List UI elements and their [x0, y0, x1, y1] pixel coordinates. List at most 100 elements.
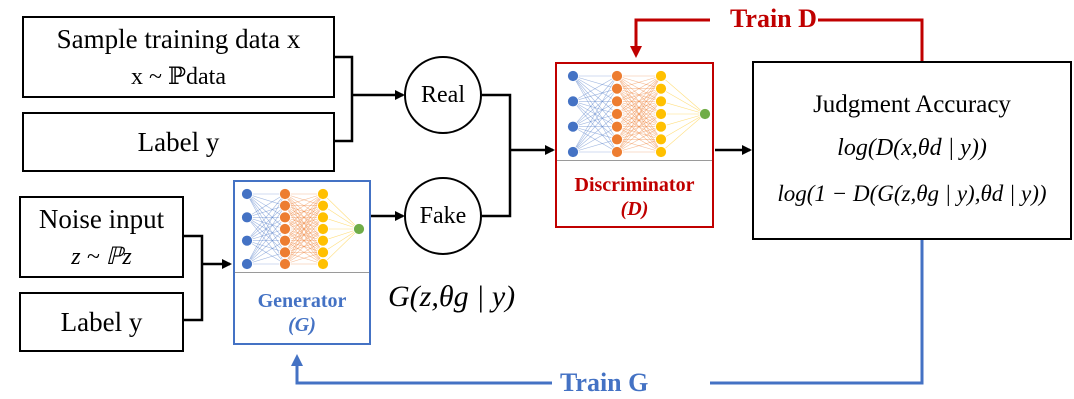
nn-edge [246, 193, 286, 241]
nn-neuron [611, 120, 623, 133]
nn-edge [284, 193, 324, 253]
nn-neuron [317, 199, 329, 212]
nn-edge [616, 88, 662, 153]
nn-edge [660, 113, 706, 127]
noise-input-title: Noise input [38, 204, 165, 234]
train-d-line-right [818, 18, 924, 62]
generator-name: Generator [257, 290, 347, 312]
nn-edge [616, 75, 662, 102]
nn-neuron [241, 188, 253, 200]
fake-node: Fake [404, 177, 482, 255]
generator-network-icon [241, 188, 365, 270]
generator-symbol: (G) [288, 314, 316, 336]
sample-data-title: Sample training data x [24, 24, 333, 55]
discriminator-label: Discriminator (D) [557, 173, 712, 221]
real-node: Real [404, 56, 482, 134]
nn-neuron [611, 108, 623, 120]
nn-edge [616, 113, 662, 153]
nn-edge [284, 205, 324, 265]
nn-neuron [567, 146, 579, 158]
nn-edge [284, 193, 324, 241]
nn-edge [572, 101, 618, 153]
train-g-line-right [710, 239, 924, 385]
nn-neuron [317, 234, 329, 247]
nn-edge [284, 217, 324, 265]
discriminator-symbol: (D) [620, 198, 649, 220]
discriminator-divider [557, 160, 712, 161]
label-top-text: Label y [137, 127, 220, 157]
nn-edge [572, 88, 618, 153]
nn-neuron [317, 188, 329, 200]
nn-neuron [655, 133, 667, 146]
nn-neuron [611, 95, 623, 108]
nn-edge [284, 193, 324, 206]
nn-neuron [655, 70, 667, 82]
nn-edge [246, 193, 286, 218]
nn-edge [616, 75, 662, 153]
nn-neuron [353, 223, 365, 235]
nn-edge [572, 75, 618, 153]
nn-neuron [241, 211, 253, 224]
nn-edge [616, 75, 662, 140]
nn-neuron [611, 82, 623, 95]
discriminator-network-icon [567, 70, 711, 158]
noise-input-distribution: z ~ ℙz [71, 244, 132, 270]
nn-edge [284, 193, 324, 230]
nn-edge [616, 75, 662, 115]
nn-neuron [317, 223, 329, 235]
nn-neuron [279, 246, 291, 259]
nn-edge [246, 240, 286, 265]
nn-edge [572, 126, 618, 153]
nn-neuron [567, 120, 579, 133]
nn-neuron [655, 146, 667, 158]
nn-edge [322, 205, 360, 230]
nn-neuron [655, 108, 667, 120]
nn-neuron [655, 82, 667, 95]
nn-edge [284, 193, 324, 218]
nn-edge [660, 88, 706, 115]
nn-neuron [655, 120, 667, 133]
nn-edge [616, 101, 662, 153]
nn-neuron [655, 95, 667, 108]
generator-box: Generator (G) [233, 180, 371, 345]
nn-edge [246, 228, 286, 265]
nn-neuron [611, 146, 623, 158]
nn-edge [322, 193, 360, 230]
nn-neuron [611, 70, 623, 82]
nn-edge [246, 205, 286, 265]
nn-edge [572, 75, 618, 89]
nn-edge [572, 88, 618, 127]
nn-neuron [279, 223, 291, 235]
nn-edge [246, 205, 286, 218]
nn-neuron [317, 258, 329, 270]
nn-edge [284, 252, 324, 265]
nn-edge [572, 75, 618, 102]
generator-output-formula: G(z,θg | y) [388, 280, 516, 313]
label-box-top: Label y [22, 112, 335, 172]
nn-edge [322, 217, 360, 230]
discriminator-fake-formula: log(1 − D(G(z,θg | y),θd | y)) [777, 181, 1047, 206]
fake-node-label: Fake [419, 202, 467, 229]
nn-edge [572, 139, 618, 153]
nn-edge [616, 75, 662, 127]
nn-edge [322, 228, 360, 241]
nn-neuron [279, 258, 291, 270]
generator-label: Generator (G) [235, 289, 369, 337]
nn-neuron [279, 188, 291, 200]
sample-data-box: Sample training data x x ~ ℙdata [22, 16, 335, 98]
sample-data-distribution-text: x ~ ℙdata [130, 64, 226, 90]
discriminator-name: Discriminator [574, 174, 695, 196]
label-bottom-text: Label y [60, 307, 143, 337]
nn-neuron [611, 133, 623, 146]
nn-neuron [279, 234, 291, 247]
nn-neuron [567, 70, 579, 82]
judgment-accuracy-title: Judgment Accuracy [813, 91, 1011, 118]
nn-edge [572, 113, 618, 153]
nn-edge [322, 228, 360, 253]
judgment-accuracy-box: Judgment Accuracy log(D(x,θd | y)) log(1… [752, 61, 1072, 240]
nn-edge [660, 113, 706, 153]
nn-edge [246, 217, 286, 265]
discriminator-real-formula: log(D(x,θd | y)) [837, 135, 987, 161]
nn-neuron [241, 234, 253, 247]
